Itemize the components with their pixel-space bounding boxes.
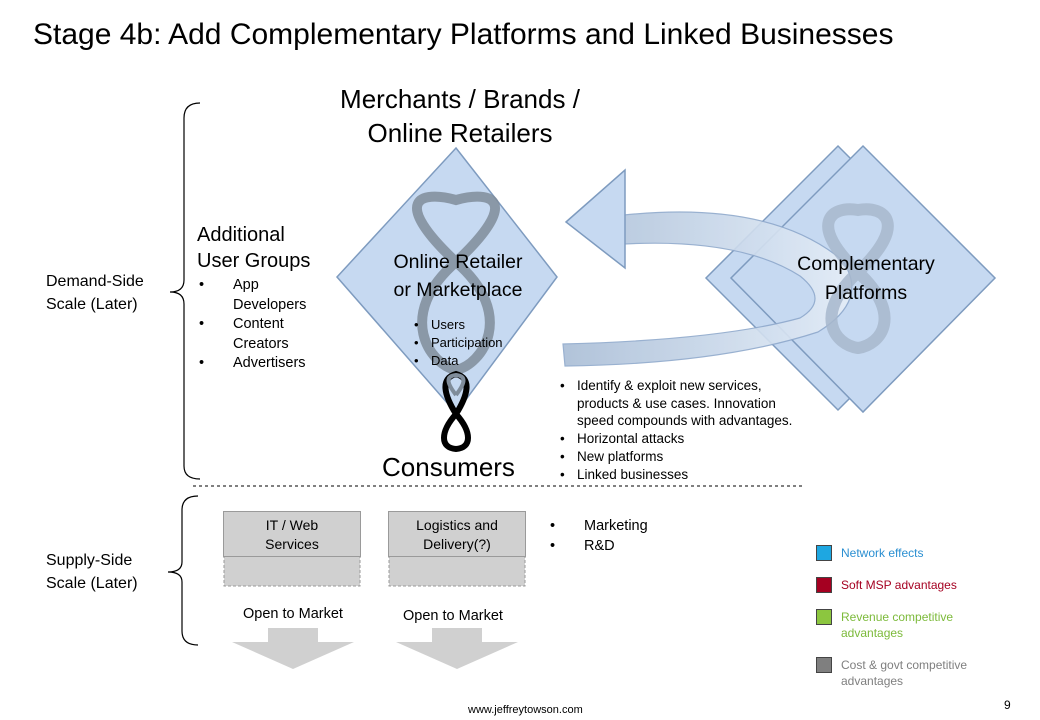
- list-item: Users: [414, 316, 503, 334]
- logistics-box-lower: [388, 555, 526, 587]
- legend-label: Soft MSP advantages: [841, 578, 957, 592]
- retailer-line1: Online Retailer: [393, 251, 523, 273]
- legend-label: Network effects: [841, 546, 924, 560]
- demand-side-label: Demand-Side Scale (Later): [46, 270, 144, 316]
- retailer-list: Users Participation Data: [414, 316, 503, 370]
- legend-swatch: [816, 657, 832, 673]
- feedback-arrow-head: [564, 168, 626, 270]
- demand-side-line2: Scale (Later): [46, 296, 138, 313]
- box-line2: Services: [265, 536, 319, 552]
- legend-swatch: [816, 577, 832, 593]
- complementary-line1: Complementary: [797, 253, 935, 275]
- list-item: Advertisers: [197, 354, 337, 374]
- it-box-lower: [223, 555, 361, 587]
- merchants-line2: Online Retailers: [367, 118, 553, 148]
- merchants-label: Merchants / Brands / Online Retailers: [300, 82, 620, 150]
- box-line2: Delivery(?): [423, 536, 491, 552]
- complementary-line2: Platforms: [824, 282, 908, 304]
- additional-groups-line1: Additional: [197, 224, 285, 246]
- retailer-title: Online Retailer or Marketplace: [365, 248, 551, 304]
- supply-bracket: [167, 495, 199, 646]
- it-open-to-market: Open to Market: [243, 606, 343, 622]
- legend-swatch: [816, 545, 832, 561]
- page-number: 9: [1004, 698, 1011, 712]
- list-item: Data: [414, 352, 503, 370]
- box-line1: IT / Web: [265, 517, 319, 533]
- supply-items-list: Marketing R&D: [548, 517, 648, 556]
- list-item: Linked businesses: [560, 466, 830, 484]
- consumer-loop-shade-icon: [446, 372, 466, 397]
- list-item: Participation: [414, 334, 503, 352]
- complementary-title: Complementary Platforms: [772, 250, 960, 308]
- slide-title: Stage 4b: Add Complementary Platforms an…: [33, 18, 894, 51]
- footer-url: www.jeffreytowson.com: [468, 704, 583, 716]
- demand-side-line1: Demand-Side: [46, 273, 144, 290]
- it-web-services-box: IT / Web Services: [223, 511, 361, 557]
- box-line1: Logistics and: [416, 517, 498, 533]
- consumers-label: Consumers: [382, 452, 515, 482]
- demand-bracket: [169, 102, 201, 480]
- additional-groups-line2: User Groups: [197, 250, 311, 272]
- logistics-open-to-market: Open to Market: [403, 608, 503, 624]
- list-item: Identify & exploit new services,products…: [560, 377, 830, 430]
- merchants-line1: Merchants / Brands /: [340, 84, 580, 114]
- supply-side-label: Supply-Side Scale (Later): [46, 549, 138, 595]
- advantages-list: Identify & exploit new services,products…: [560, 377, 830, 483]
- it-open-arrow: [232, 628, 354, 669]
- logistics-open-arrow: [396, 628, 518, 669]
- supply-side-line1: Supply-Side: [46, 552, 133, 569]
- supply-side-line2: Scale (Later): [46, 575, 138, 592]
- list-item: Marketing: [548, 517, 648, 537]
- list-item: New platforms: [560, 448, 830, 466]
- feedback-arrow-body: [562, 211, 853, 367]
- complementary-loop-icon: [822, 203, 894, 355]
- logistics-box: Logistics and Delivery(?): [388, 511, 526, 557]
- legend-swatch: [816, 609, 832, 625]
- retailer-line2: or Marketplace: [393, 279, 523, 301]
- list-item: R&D: [548, 537, 648, 557]
- additional-groups-heading: Additional User Groups: [197, 222, 310, 274]
- list-item: Horizontal attacks: [560, 430, 830, 448]
